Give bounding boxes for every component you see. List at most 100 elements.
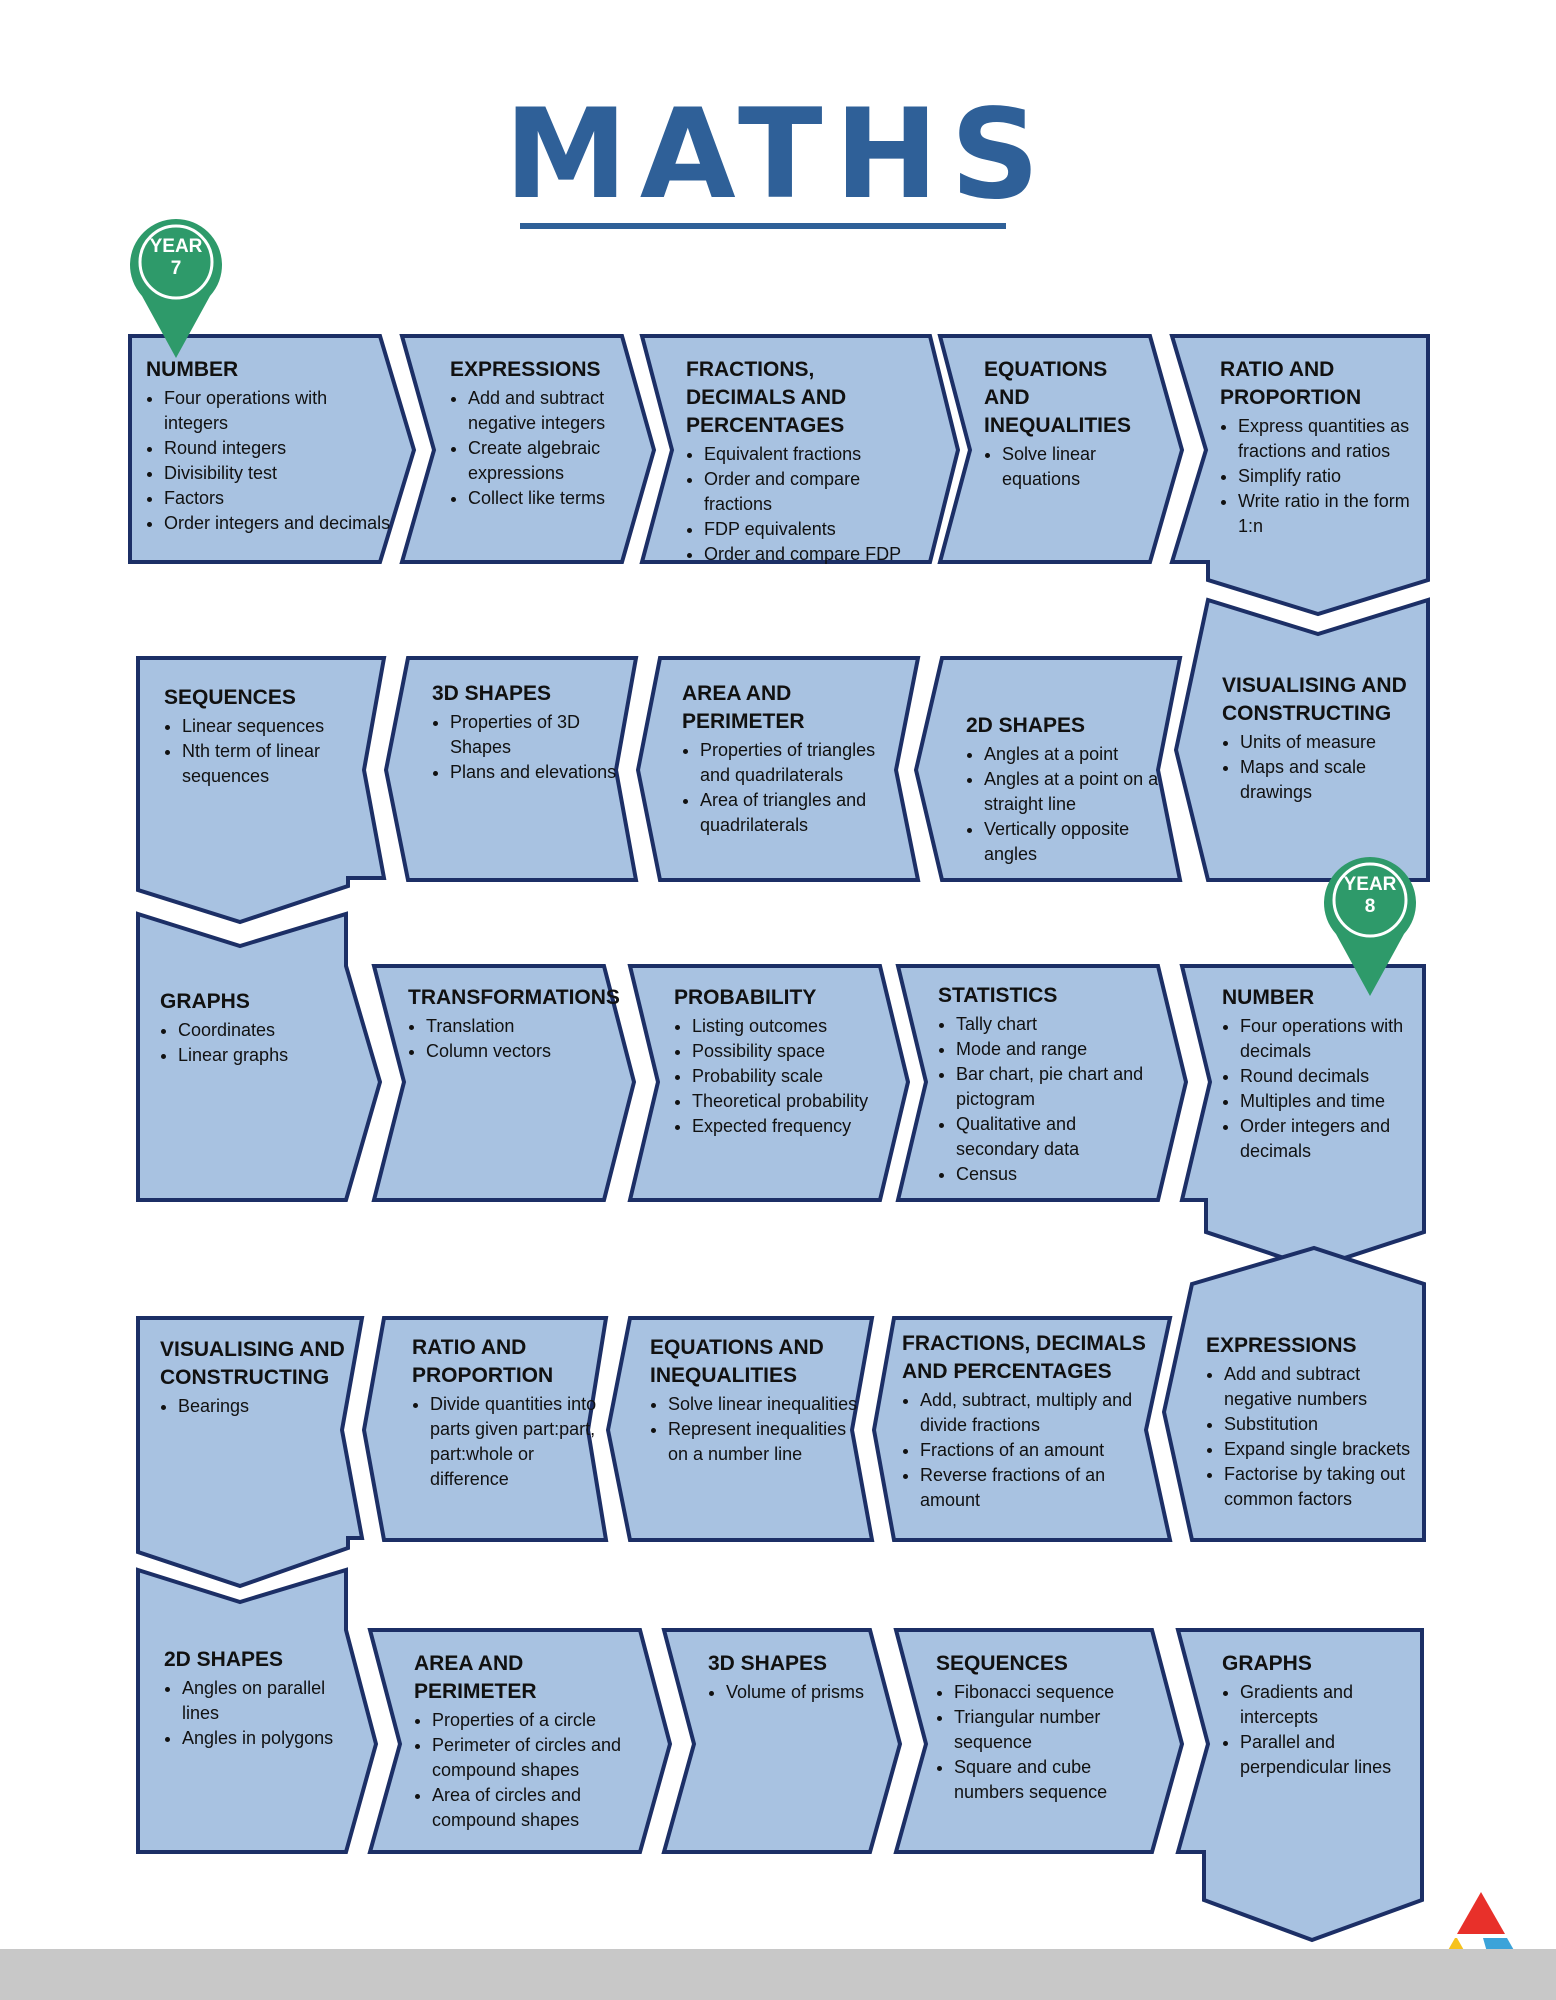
topic-item: Theoretical probability xyxy=(692,1089,874,1114)
topic-tile: RATIO AND PROPORTIONDivide quantities in… xyxy=(412,1334,602,1492)
topic-tile-shape xyxy=(361,1316,609,1542)
topic-title: GRAPHS xyxy=(160,990,250,1013)
topic-title: 2D SHAPES xyxy=(164,1648,284,1671)
topic-item: Four operations with decimals xyxy=(1240,1014,1422,1064)
topic-tile-shape xyxy=(895,964,1189,1202)
topic-tile: EQUATIONS AND INEQUALITIESSolve linear e… xyxy=(984,356,1150,492)
topic-item: Properties of 3D Shapes xyxy=(450,710,632,760)
topic-tile-shape xyxy=(635,656,921,882)
topic-item: Fibonacci sequence xyxy=(954,1680,1146,1705)
topic-item: Simplify ratio xyxy=(1238,464,1422,489)
topic-title: 2D SHAPES xyxy=(966,714,1086,737)
topic-list: Tally chartMode and rangeBar chart, pie … xyxy=(938,1012,1158,1187)
topic-title: FRACTIONS, DECIMALS AND PERCENTAGES xyxy=(686,358,847,437)
topic-item: Triangular number sequence xyxy=(954,1705,1146,1755)
topic-title: PROBABILITY xyxy=(674,986,817,1009)
topic-item: Bearings xyxy=(178,1394,360,1419)
topic-item: Properties of a circle xyxy=(432,1708,646,1733)
topic-list: Four operations with decimalsRound decim… xyxy=(1222,1014,1422,1164)
topic-title: RATIO AND PROPORTION xyxy=(1220,358,1362,409)
marker-year: 7 xyxy=(170,258,182,279)
topic-tile: 3D SHAPES Volume of prisms xyxy=(708,1650,872,1705)
topic-tile-shape xyxy=(1169,334,1430,617)
topic-list: Linear sequencesNth term of linear seque… xyxy=(164,714,372,789)
topic-tile: 2D SHAPES Angles at a pointAngles at a po… xyxy=(966,712,1166,867)
topic-item: Bar chart, pie chart and pictogram xyxy=(956,1062,1158,1112)
topic-title: EQUATIONS AND INEQUALITIES xyxy=(650,1336,824,1387)
topic-item: Angles at a point on a straight line xyxy=(984,767,1166,817)
topic-tile: EXPRESSIONSAdd and subtract negative int… xyxy=(450,356,620,511)
topic-list: Angles at a pointAngles at a point on a … xyxy=(966,742,1166,867)
topic-item: Order integers and decimals xyxy=(164,511,396,536)
topic-item: Create algebraic expressions xyxy=(468,436,620,486)
topic-item: Linear sequences xyxy=(182,714,372,739)
topic-list: Divide quantities into parts given part:… xyxy=(412,1392,602,1492)
topic-tile: VISUALISING AND CONSTRUCTINGUnits of mea… xyxy=(1222,672,1422,805)
topic-item: Volume of prisms xyxy=(726,1680,872,1705)
topic-item: Solve linear inequalities xyxy=(668,1392,870,1417)
topic-list: Express quantities as fractions and rati… xyxy=(1220,414,1422,539)
topic-item: Translation xyxy=(426,1014,604,1039)
topic-item: Divisibility test xyxy=(164,461,396,486)
topic-list: Properties of 3D ShapesPlans and elevati… xyxy=(432,710,632,785)
map-pin-icon xyxy=(1324,857,1416,996)
topic-tile-shape xyxy=(871,1316,1173,1542)
topic-list: Add and subtract negative numbersSubstit… xyxy=(1206,1362,1424,1512)
topic-item: Mode and range xyxy=(956,1037,1158,1062)
topic-tile: AREA AND PERIMETER Properties of a circle… xyxy=(414,1650,646,1833)
topic-list: Solve linear inequalitiesRepresent inequ… xyxy=(650,1392,870,1467)
topic-item: Parallel and perpendicular lines xyxy=(1240,1730,1418,1780)
topic-title: FRACTIONS, DECIMALS AND PERCENTAGES xyxy=(902,1332,1146,1383)
topic-list: Add and subtract negative integersCreate… xyxy=(450,386,620,511)
topic-title: EXPRESSIONS xyxy=(1206,1334,1357,1357)
topic-tile-shape xyxy=(913,656,1183,882)
marker-year: 8 xyxy=(1364,896,1376,917)
topic-item: Four operations with integers xyxy=(164,386,396,436)
topic-item: Area of triangles and quadrilaterals xyxy=(700,788,908,838)
topic-tile-shape xyxy=(937,334,1185,564)
topic-tile-shape xyxy=(1173,597,1430,882)
topic-item: Represent inequalities on a number line xyxy=(668,1417,870,1467)
topic-tile: STATISTICS Tally chartMode and rangeBar c… xyxy=(938,982,1158,1187)
topic-tile: 3D SHAPESProperties of 3D ShapesPlans an… xyxy=(432,680,632,785)
marker-label: YEAR xyxy=(1343,874,1397,895)
topic-item: FDP equivalents xyxy=(704,517,928,542)
topic-item: Order and compare fractions xyxy=(704,467,928,517)
topic-item: Properties of triangles and quadrilatera… xyxy=(700,738,908,788)
topic-tile: EXPRESSIONS Add and subtract negative num… xyxy=(1206,1332,1424,1512)
topic-tile: TRANSFORMATIONSTranslationColumn vectors xyxy=(408,984,620,1064)
topic-title: SEQUENCES xyxy=(936,1652,1068,1675)
topic-list: Equivalent fractionsOrder and compare fr… xyxy=(686,442,928,567)
topic-tile-shape xyxy=(128,334,417,564)
topic-tile: FRACTIONS, DECIMALS AND PERCENTAGESEquiv… xyxy=(686,356,928,567)
topic-title: STATISTICS xyxy=(938,984,1058,1007)
topic-tile-shape xyxy=(399,334,657,564)
topic-title: 3D SHAPES xyxy=(708,1652,828,1675)
page-title: MATHS xyxy=(504,83,1052,227)
marker-label: YEAR xyxy=(149,236,203,257)
topic-item: Perimeter of circles and compound shapes xyxy=(432,1733,646,1783)
year-7-marker: YEAR 7 xyxy=(128,212,224,360)
topic-tile-shape xyxy=(639,334,961,564)
topic-tile: RATIO AND PROPORTIONExpress quantities a… xyxy=(1220,356,1422,539)
topic-item: Collect like terms xyxy=(468,486,620,511)
topic-item: Angles at a point xyxy=(984,742,1166,767)
topic-title: VISUALISING AND CONSTRUCTING xyxy=(160,1338,345,1389)
topic-tile-shape xyxy=(136,656,387,925)
topic-item: Gradients and intercepts xyxy=(1240,1680,1418,1730)
topic-tile: NUMBERFour operations with integersRound… xyxy=(146,356,396,536)
topic-item: Order and compare FDP xyxy=(704,542,928,567)
topic-list: Solve linear equations xyxy=(984,442,1150,492)
topic-list: CoordinatesLinear graphs xyxy=(160,1018,340,1068)
topic-title: AREA AND PERIMETER xyxy=(414,1652,537,1703)
topic-item: Write ratio in the form 1:n xyxy=(1238,489,1422,539)
topic-item: Round decimals xyxy=(1240,1064,1422,1089)
topic-tile: VISUALISING AND CONSTRUCTING Bearings xyxy=(160,1336,360,1419)
topic-tile: EQUATIONS AND INEQUALITIESSolve linear i… xyxy=(650,1334,870,1467)
topic-tile-shape xyxy=(661,1628,903,1854)
topic-item: Vertically opposite angles xyxy=(984,817,1166,867)
topic-tile-shape xyxy=(1161,1245,1426,1542)
topic-tile-shape xyxy=(605,1316,875,1542)
topic-item: Listing outcomes xyxy=(692,1014,874,1039)
